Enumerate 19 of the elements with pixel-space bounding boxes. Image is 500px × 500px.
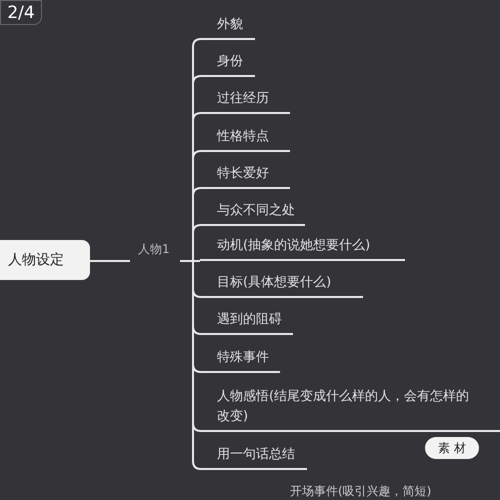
underlined-topic: 用一句话总结 — [200, 444, 307, 470]
tag-pill: 素 材 — [425, 437, 479, 459]
branch-topic: 人物1 — [130, 236, 180, 262]
underlined-topic: 动机(抽象的说她想要什么) — [200, 235, 405, 261]
page-number-badge: 2/4 — [0, 0, 42, 25]
underlined-topic: 目标(具体想要什么) — [200, 272, 363, 298]
underlined-topic: 外貌 — [200, 14, 255, 40]
connector-line — [180, 260, 202, 470]
underlined-topic: 人物感悟(结尾变成什么样的人，会有怎样的改变) — [200, 380, 500, 432]
underlined-topic: 遇到的阻碍 — [200, 309, 293, 335]
underlined-topic: 特长爱好 — [200, 163, 290, 189]
underlined-topic: 身份 — [200, 51, 255, 77]
note-text: 开场事件(吸引兴趣，简短) — [290, 483, 432, 500]
underlined-topic: 过往经历 — [200, 88, 290, 114]
underlined-topic: 性格特点 — [200, 126, 290, 152]
root-topic-box: 人物设定 — [0, 240, 90, 280]
underlined-topic: 与众不同之处 — [200, 200, 305, 226]
underlined-topic: 特殊事件 — [200, 347, 280, 373]
connector-line — [90, 260, 130, 262]
